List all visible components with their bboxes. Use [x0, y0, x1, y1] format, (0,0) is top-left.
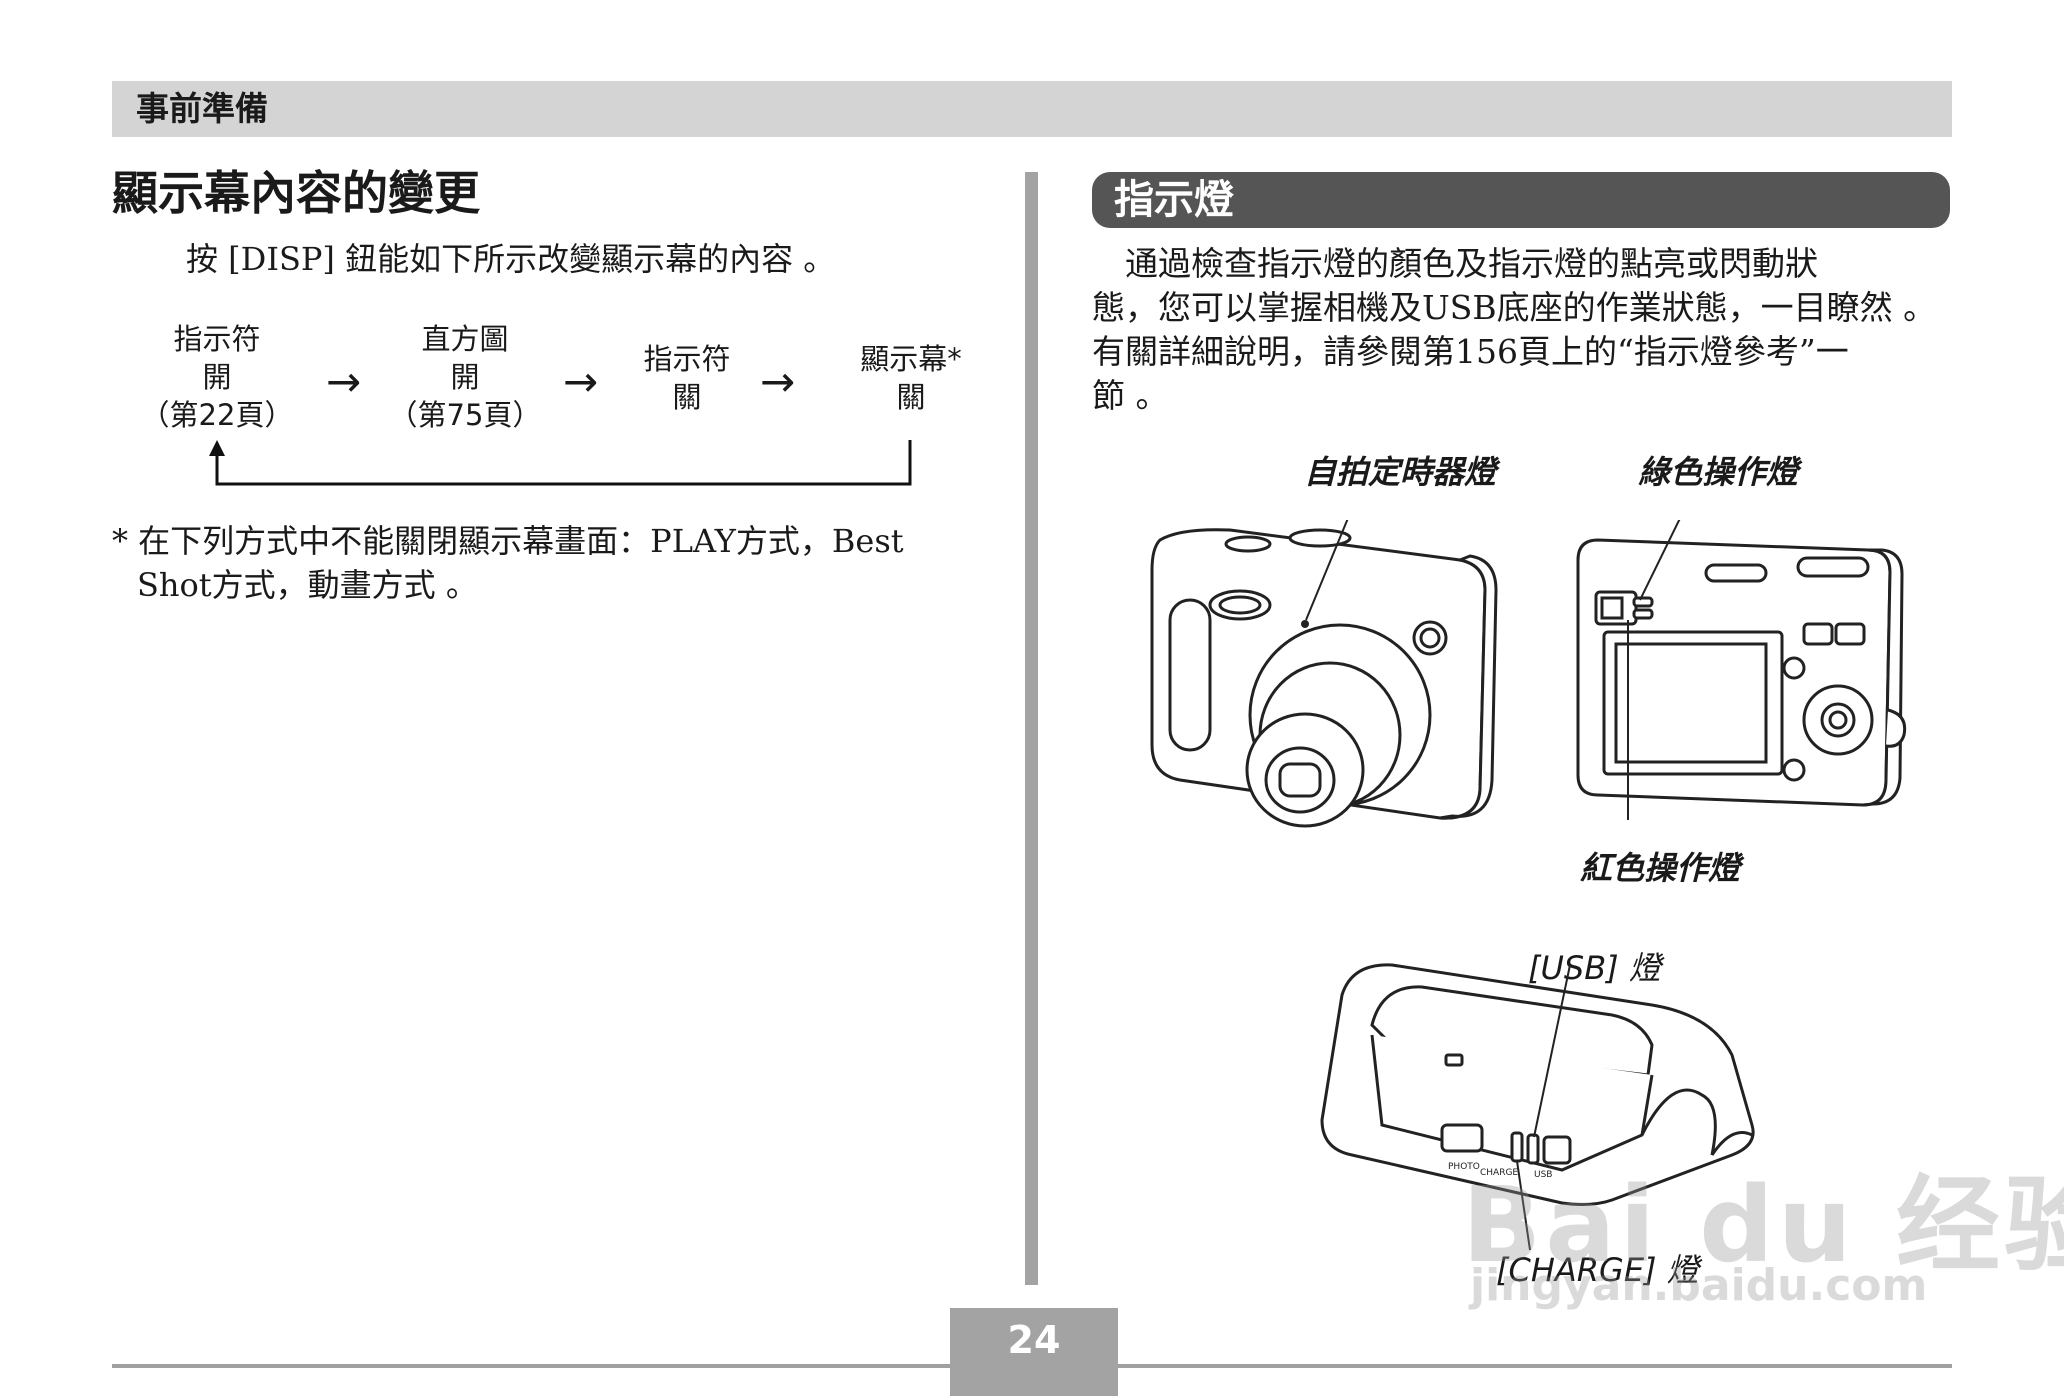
- camera-front-illustration: [1150, 520, 1498, 828]
- flow-step-2-line3: （第75頁）: [388, 398, 542, 432]
- callout-self-timer: 自拍定時器燈: [1304, 453, 1497, 491]
- flow-step-4-line1: 顯示幕*: [860, 342, 962, 376]
- flow-step-1-line2: 開: [202, 360, 232, 394]
- flow-step-2-line2: 開: [450, 360, 480, 394]
- usb-cradle-illustration: PHOTO CHARGE USB: [1320, 963, 1755, 1251]
- column-divider: [1025, 172, 1038, 1285]
- flow-arrow-1: →: [326, 357, 362, 406]
- flow-step-3: 指示符 關: [562, 340, 812, 416]
- paragraph-line-3: 有關詳細說明，請參閱第156頁上的“指示燈參考”一: [1092, 332, 1849, 371]
- section-header-bar: [112, 81, 1952, 137]
- callout-green-op: 綠色操作燈: [1638, 453, 1799, 491]
- indicator-heading-bar: [1092, 172, 1950, 228]
- section-title: 事前準備: [136, 89, 268, 128]
- flow-step-3-line1: 指示符: [643, 342, 731, 376]
- flow-step-3-line2: 關: [672, 380, 702, 414]
- flow-step-1-line3: （第22頁）: [140, 398, 294, 432]
- callout-usb: [USB] 燈: [1528, 949, 1661, 987]
- paragraph-line-1: 通過檢查指示燈的顏色及指示燈的點亮或閃動狀: [1092, 244, 1818, 283]
- left-intro: 按 [DISP] 鈕能如下所示改變顯示幕的內容 。: [186, 240, 836, 278]
- page-number: 24: [1007, 1318, 1061, 1362]
- flow-step-2-line1: 直方圖: [421, 322, 509, 356]
- indicator-paragraph: 通過檢查指示燈的顏色及指示燈的點亮或閃動狀 態，您可以掌握相機及USB底座的作業…: [1092, 242, 1950, 418]
- left-heading: 顯示幕內容的變更: [112, 166, 480, 220]
- page-number-box: [950, 1308, 1118, 1396]
- flow-step-2: 直方圖 開 （第75頁）: [340, 320, 590, 434]
- display-off-note: * 在下列方式中不能關閉顯示幕畫面：PLAY方式，Best Shot方式，動畫方…: [112, 519, 982, 607]
- flow-step-4-line2: 關: [896, 380, 926, 414]
- cradle-charge-label: CHARGE: [1480, 1168, 1518, 1178]
- cradle-photo-label: PHOTO: [1448, 1162, 1480, 1172]
- cradle-usb-label: USB: [1534, 1170, 1552, 1180]
- flow-step-4: 顯示幕* 關: [786, 340, 1036, 416]
- paragraph-line-2: 態，您可以掌握相機及USB底座的作業狀態，一目瞭然 。: [1092, 288, 1937, 327]
- indicator-heading: 指示燈: [1114, 177, 1234, 223]
- callout-red-op: 紅色操作燈: [1580, 849, 1741, 887]
- watermark-url: jingyan.baidu.com: [1470, 1260, 1928, 1311]
- note-line-2: Shot方式，動畫方式 。: [137, 566, 478, 604]
- callout-charge: [CHARGE] 燈: [1496, 1251, 1699, 1289]
- watermark-brand: Bai du 经验: [1462, 1164, 2064, 1286]
- flow-arrow-2: →: [563, 357, 599, 406]
- flow-arrow-3: →: [760, 357, 796, 406]
- flow-step-1-line1: 指示符: [173, 322, 261, 356]
- flow-return-arrow: [209, 440, 912, 486]
- camera-back-illustration: [1576, 520, 1907, 820]
- flow-step-1: 指示符 開 （第22頁）: [92, 320, 342, 434]
- note-line-1: * 在下列方式中不能關閉顯示幕畫面：PLAY方式，Best: [112, 522, 904, 560]
- paragraph-line-4: 節 。: [1092, 376, 1169, 415]
